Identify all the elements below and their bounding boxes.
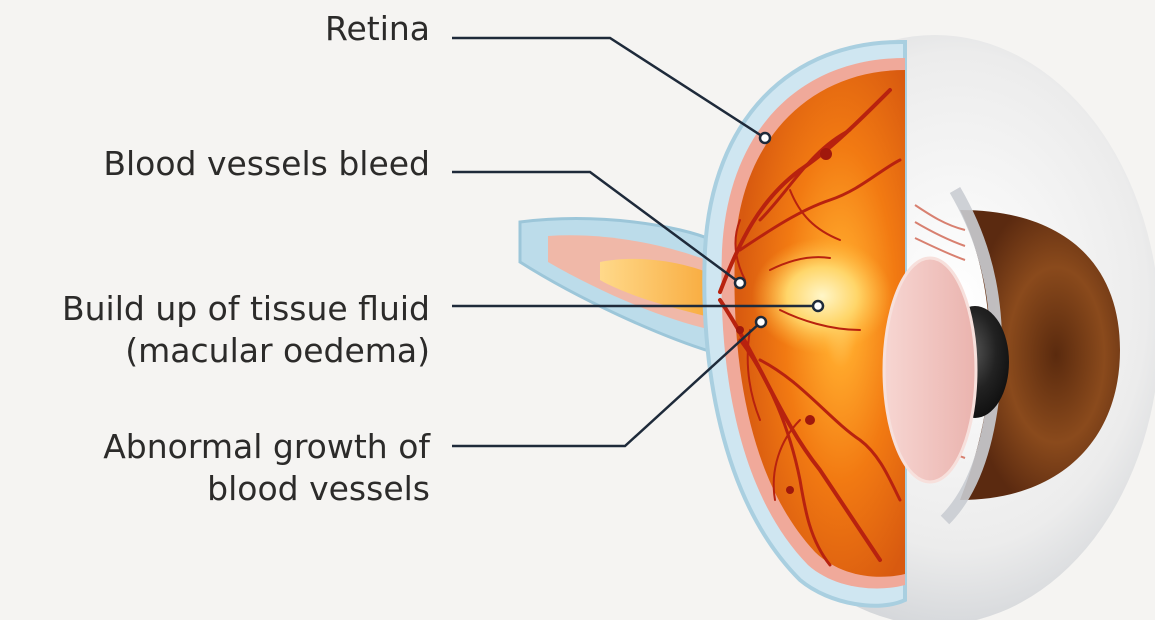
fluid-marker (813, 301, 823, 311)
label-tissue-fluid: Build up of tissue fluid (macular oedema… (62, 288, 430, 372)
label-growth-line1: Abnormal growth of (103, 426, 430, 468)
label-abnormal-growth: Abnormal growth of blood vessels (103, 426, 430, 510)
retina-marker (760, 133, 770, 143)
label-retina: Retina (325, 8, 430, 50)
growth-marker (756, 317, 766, 327)
bleed-marker (735, 278, 745, 288)
leader-line-retina (452, 38, 765, 138)
label-fluid-line1: Build up of tissue fluid (62, 288, 430, 330)
macula-fluid (752, 238, 892, 354)
label-growth-line2: blood vessels (103, 468, 430, 510)
label-retina-text: Retina (325, 8, 430, 50)
label-fluid-line2: (macular oedema) (62, 330, 430, 372)
lens (884, 258, 976, 482)
label-bleed-text: Blood vessels bleed (103, 143, 430, 185)
label-blood-vessels-bleed: Blood vessels bleed (103, 143, 430, 185)
